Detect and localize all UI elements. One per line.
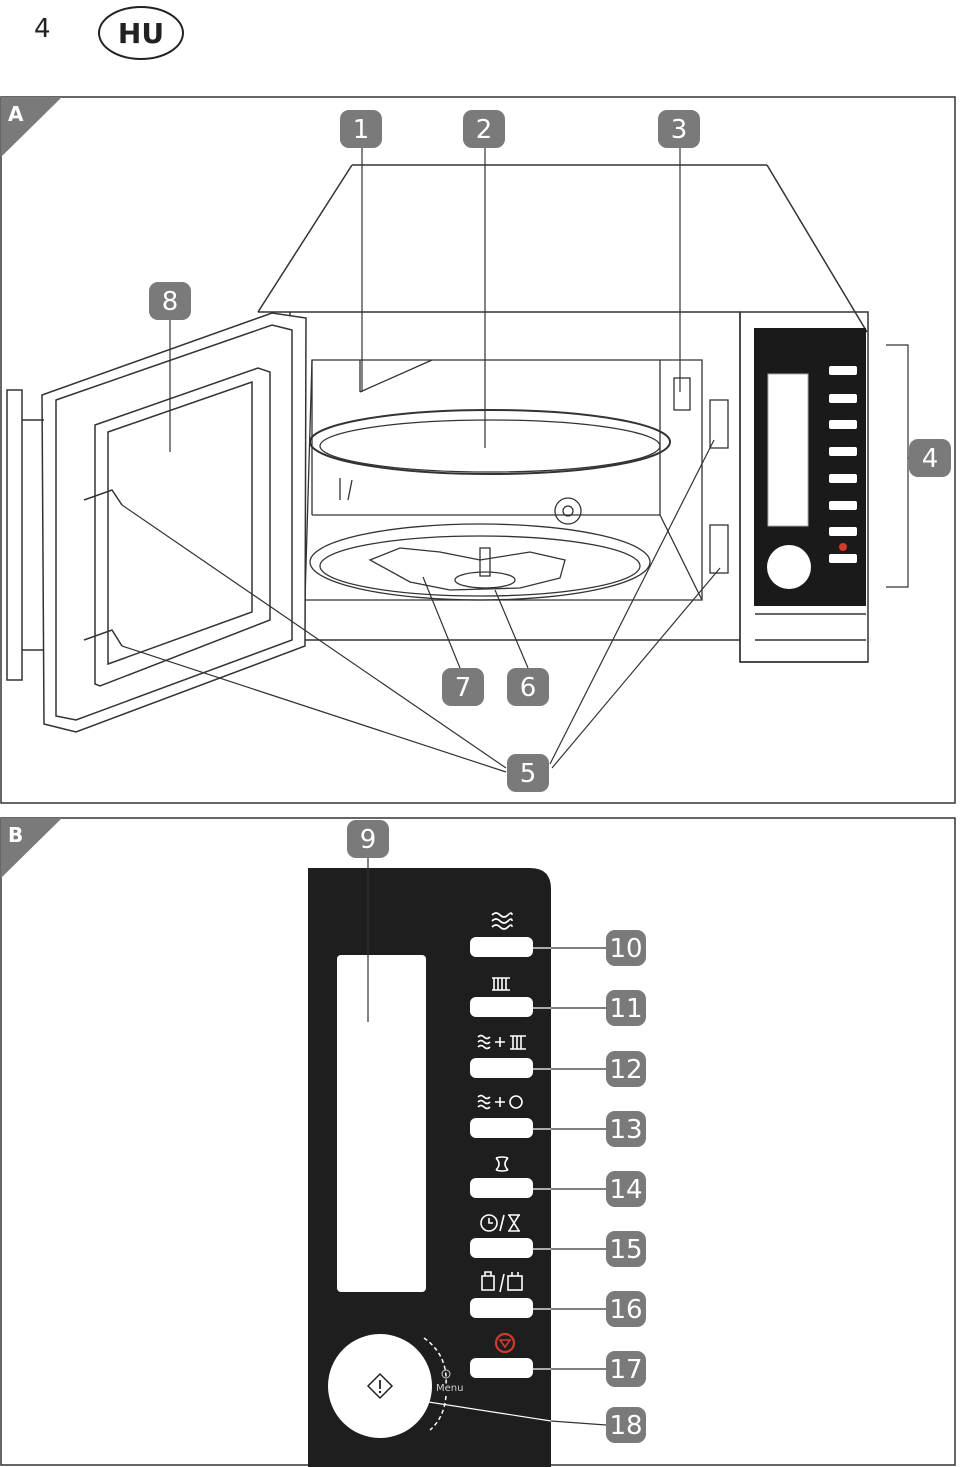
callout-18: 18 — [606, 1407, 646, 1443]
svg-text:9: 9 — [360, 825, 377, 855]
svg-text:15: 15 — [609, 1235, 642, 1265]
callout-9: 9 — [347, 820, 389, 858]
start-icon — [366, 1372, 394, 1400]
callout-3: 3 — [658, 110, 700, 148]
grill-icon — [492, 977, 510, 991]
svg-text:5: 5 — [520, 759, 537, 789]
svg-text:17: 17 — [609, 1355, 642, 1385]
mini-control-panel — [767, 366, 857, 589]
svg-text:16: 16 — [609, 1295, 642, 1325]
callout-5: 5 — [507, 754, 549, 792]
svg-text:4: 4 — [922, 444, 939, 474]
svg-text:18: 18 — [609, 1411, 642, 1441]
callout-11: 11 — [606, 990, 646, 1026]
language-badge: HU — [98, 6, 184, 60]
weight-defrost-icon — [481, 1271, 523, 1293]
display-window — [337, 955, 426, 1292]
microwave-grill-icon — [477, 1034, 526, 1050]
callouts-a: 1 2 3 4 5 6 7 8 — [149, 110, 951, 792]
callout-1: 1 — [340, 110, 382, 148]
svg-text:11: 11 — [609, 994, 642, 1024]
svg-text:8: 8 — [162, 287, 179, 317]
cavity — [304, 359, 729, 601]
callout-13: 13 — [606, 1111, 646, 1147]
svg-text:14: 14 — [609, 1175, 642, 1205]
grill-button[interactable] — [470, 997, 533, 1017]
svg-text:10: 10 — [609, 934, 642, 964]
function-buttons — [470, 937, 533, 1378]
stop-button[interactable] — [470, 1358, 533, 1378]
svg-text:13: 13 — [609, 1115, 642, 1145]
stop-icon — [494, 1332, 516, 1354]
panel-a-label: A — [8, 102, 24, 126]
callout-7: 7 — [442, 668, 484, 706]
fan-icon — [495, 1156, 509, 1172]
svg-text:12: 12 — [609, 1055, 642, 1085]
callouts-b: 9 10 11 12 13 14 15 16 17 18 — [347, 820, 646, 1443]
callout-17: 17 — [606, 1351, 646, 1387]
door — [6, 312, 307, 733]
menu-label: Menu — [436, 1383, 463, 1394]
microwave-fan-icon — [477, 1094, 523, 1110]
microwave-fan-button[interactable] — [470, 1118, 533, 1138]
panel-b-label: B — [8, 823, 23, 847]
fan-button[interactable] — [470, 1178, 533, 1198]
weight-defrost-button[interactable] — [470, 1298, 533, 1318]
callout-14: 14 — [606, 1171, 646, 1207]
callout-16: 16 — [606, 1291, 646, 1327]
panel-a: A — [0, 96, 956, 804]
microwave-grill-button[interactable] — [470, 1058, 533, 1078]
svg-text:7: 7 — [455, 673, 472, 703]
leader-lines-a — [121, 148, 910, 773]
callout-12: 12 — [606, 1051, 646, 1087]
callout-10: 10 — [606, 930, 646, 966]
control-dial[interactable]: Menu — [328, 1334, 463, 1438]
panel-b: B — [0, 817, 956, 1467]
microwave-button[interactable] — [470, 937, 533, 957]
callout-8: 8 — [149, 282, 191, 320]
microwave-icon — [491, 912, 513, 930]
svg-text:3: 3 — [671, 115, 688, 145]
callout-15: 15 — [606, 1231, 646, 1267]
clock-timer-button[interactable] — [470, 1238, 533, 1258]
clock-timer-icon — [480, 1214, 520, 1232]
svg-text:6: 6 — [520, 673, 537, 703]
svg-text:1: 1 — [353, 115, 370, 145]
svg-text:2: 2 — [476, 115, 493, 145]
callout-6: 6 — [507, 668, 549, 706]
page-number: 4 — [34, 14, 51, 44]
callout-4: 4 — [909, 439, 951, 477]
callout-2: 2 — [463, 110, 505, 148]
leader-lines-b-right — [389, 947, 552, 1422]
